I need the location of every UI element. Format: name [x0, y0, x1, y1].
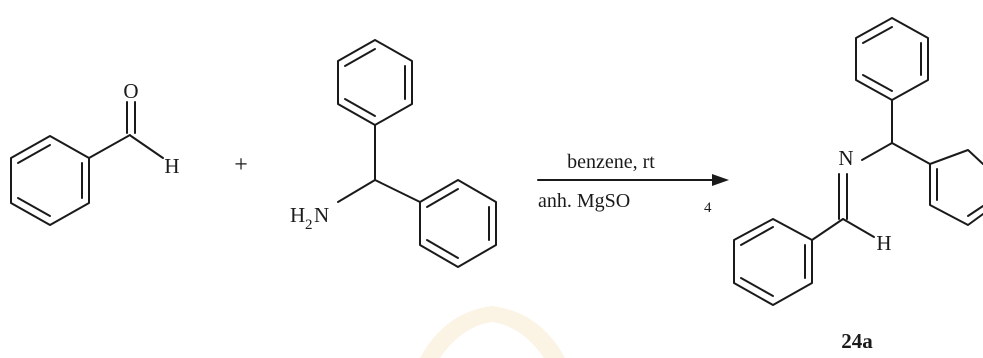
amine-nitrogen: N	[314, 203, 329, 227]
plus-sign: +	[234, 152, 248, 178]
reaction-arrow-group: benzene, rt anh. MgSO 4	[537, 151, 729, 216]
imine-phenyl-bond	[811, 218, 844, 241]
product-nitrogen-atom: N	[838, 146, 853, 170]
benzaldehyde: O H	[10, 79, 180, 226]
amine-n-bond	[337, 179, 376, 203]
oxygen-atom: O	[123, 79, 138, 103]
product-bottom-ring	[733, 218, 813, 306]
compound-label: 24a	[841, 329, 873, 353]
imine-hydrogen-atom: H	[876, 231, 891, 255]
benzaldehyde-ring	[10, 135, 90, 226]
product-top-ring	[855, 17, 929, 101]
amine-subscript: 2	[305, 217, 313, 233]
condition-subscript: 4	[704, 200, 712, 216]
imine-ch-h-bond	[842, 218, 875, 238]
amine-hydrogen: H	[290, 203, 305, 227]
amine-upper-ring	[337, 39, 413, 126]
benzhydrylamine: H 2 N	[290, 39, 497, 268]
aldehyde-hydrogen-atom: H	[164, 154, 179, 178]
product-imine: N H	[733, 17, 983, 306]
product-ch-n-bond	[861, 142, 893, 161]
product-ch-right-bond	[891, 142, 931, 165]
watermark-seal	[420, 306, 565, 358]
amine-lower-ring	[419, 179, 497, 268]
product-right-ring	[929, 149, 983, 226]
condition-drying-agent: anh. MgSO	[538, 190, 630, 212]
carbonyl-carbon-bond	[88, 134, 131, 159]
aldehyde-h-bond	[130, 135, 164, 159]
amine-group: H 2 N	[290, 203, 329, 233]
amine-ch-lower-bond	[374, 179, 421, 203]
arrow-head	[712, 174, 729, 186]
condition-solvent: benzene, rt	[567, 151, 655, 173]
